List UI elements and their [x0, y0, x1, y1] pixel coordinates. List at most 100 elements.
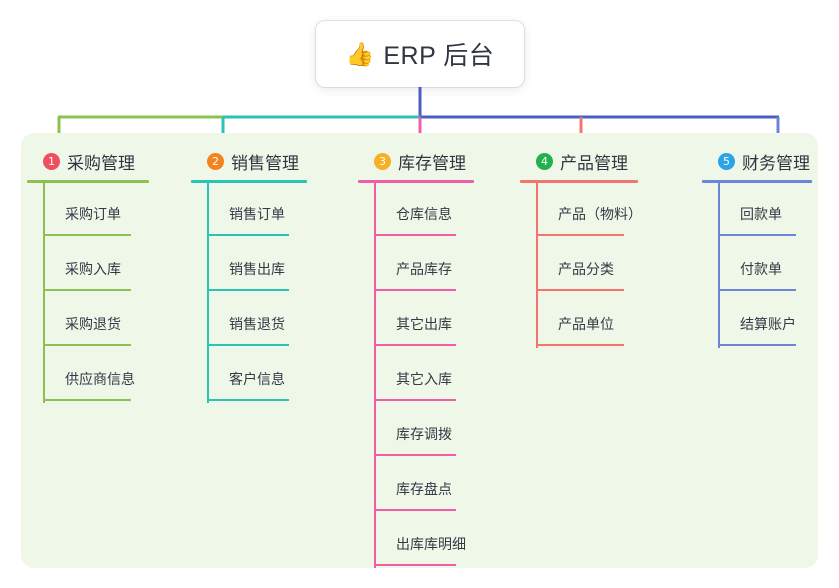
tree-item-label: 销售订单: [229, 206, 285, 222]
tree-item-label: 销售出库: [229, 261, 285, 277]
tree-item-rule: [718, 289, 796, 291]
root-node-content: 👍 ERP 后台: [346, 36, 495, 72]
column-spine: [207, 183, 209, 403]
tree-item-rule: [43, 234, 131, 236]
root-node-label: ERP 后台: [383, 42, 495, 70]
column-header-销售管理[interactable]: 2 销售管理: [191, 146, 309, 176]
tree-item[interactable]: 库存盘点: [358, 458, 476, 513]
tree-item-rule: [718, 234, 796, 236]
tree-item-rule: [374, 399, 456, 401]
column-index-badge: 1: [43, 152, 60, 170]
column-index-badge: 4: [536, 152, 553, 170]
tree-item-rule: [536, 234, 624, 236]
tree-item-rule: [207, 399, 289, 401]
column-header-rule: [702, 180, 812, 183]
column-header-产品管理[interactable]: 4 产品管理: [520, 146, 640, 176]
column-销售管理: 2 销售管理销售订单销售出库销售退货客户信息: [191, 146, 309, 403]
tree-item[interactable]: 其它出库: [358, 293, 476, 348]
tree-item[interactable]: 仓库信息: [358, 183, 476, 238]
tree-item-rule: [43, 289, 131, 291]
tree-item-label: 其它出库: [396, 316, 452, 332]
tree-item-label: 供应商信息: [65, 371, 135, 387]
tree-item-label: 回款单: [740, 206, 782, 222]
tree-item-rule: [536, 289, 624, 291]
tree-item-label: 采购订单: [65, 206, 121, 222]
tree-item[interactable]: 结算账户: [702, 293, 812, 348]
tree-item[interactable]: 供应商信息: [27, 348, 151, 403]
tree-item-rule: [207, 289, 289, 291]
column-spine: [718, 183, 720, 348]
tree-item[interactable]: 销售订单: [191, 183, 309, 238]
tree-item[interactable]: 销售退货: [191, 293, 309, 348]
tree-item[interactable]: 产品单位: [520, 293, 640, 348]
column-header-rule: [520, 180, 638, 183]
column-header-采购管理[interactable]: 1 采购管理: [27, 146, 151, 176]
root-node[interactable]: 👍 ERP 后台: [316, 21, 524, 87]
diagram-panel: [21, 133, 818, 568]
tree-item-label: 库存盘点: [396, 481, 452, 497]
column-title: 库存管理: [398, 153, 466, 173]
tree-item-rule: [374, 344, 456, 346]
tree-item-label: 结算账户: [740, 316, 796, 332]
tree-item-rule: [718, 344, 796, 346]
column-items: 销售订单销售出库销售退货客户信息: [191, 183, 309, 403]
column-index-badge: 3: [374, 152, 391, 170]
tree-item[interactable]: 销售出库: [191, 238, 309, 293]
tree-item[interactable]: 付款单: [702, 238, 812, 293]
tree-item-rule: [43, 399, 131, 401]
tree-item-label: 客户信息: [229, 371, 285, 387]
tree-item-label: 采购入库: [65, 261, 121, 277]
column-title: 销售管理: [231, 153, 299, 173]
column-产品管理: 4 产品管理产品（物料） 产品分类产品单位: [520, 146, 642, 348]
tree-item[interactable]: 采购入库: [27, 238, 151, 293]
column-header-库存管理[interactable]: 3 库存管理: [358, 146, 476, 176]
tree-item[interactable]: 采购订单: [27, 183, 151, 238]
column-items: 采购订单采购入库采购退货供应商信息: [27, 183, 151, 403]
tree-item[interactable]: 产品（物料）: [520, 183, 642, 238]
column-index-badge: 5: [718, 152, 735, 170]
column-title: 财务管理: [742, 153, 810, 173]
column-title: 产品管理: [560, 153, 628, 173]
tree-item-label: 其它入库: [396, 371, 452, 387]
tree-item-label: 出库库明细: [396, 536, 466, 552]
tree-item-rule: [374, 234, 456, 236]
tree-item-label: 仓库信息: [396, 206, 452, 222]
tree-item-label: 付款单: [740, 261, 782, 277]
tree-item[interactable]: 出库库明细: [358, 513, 476, 568]
tree-item-label: 产品单位: [558, 316, 614, 332]
column-财务管理: 5 财务管理回款单付款单结算账户: [702, 146, 812, 348]
tree-item[interactable]: 其它入库: [358, 348, 476, 403]
column-spine: [43, 183, 45, 403]
column-items: 回款单付款单结算账户: [702, 183, 812, 348]
tree-item-label: 库存调拨: [396, 426, 452, 442]
column-采购管理: 1 采购管理采购订单采购入库采购退货供应商信息: [27, 146, 151, 403]
tree-item[interactable]: 产品分类: [520, 238, 640, 293]
tree-item-rule: [374, 509, 456, 511]
tree-item-rule: [43, 344, 131, 346]
column-spine: [536, 183, 538, 348]
tree-item-label: 销售退货: [229, 316, 285, 332]
column-header-rule: [191, 180, 307, 183]
tree-item[interactable]: 库存调拨: [358, 403, 476, 458]
tree-item-rule: [536, 344, 624, 346]
column-header-rule: [27, 180, 149, 183]
tree-item-rule: [374, 564, 456, 566]
tree-item-label: 采购退货: [65, 316, 121, 332]
tree-item[interactable]: 产品库存: [358, 238, 476, 293]
tree-item-rule: [374, 454, 456, 456]
column-header-rule: [358, 180, 474, 183]
column-index-badge: 2: [207, 152, 224, 170]
tree-item-rule: [374, 289, 456, 291]
tree-item-label: 产品分类: [558, 261, 614, 277]
column-title: 采购管理: [67, 153, 135, 173]
column-items: 产品（物料） 产品分类产品单位: [520, 183, 642, 348]
tree-item-label: 产品（物料）: [558, 206, 642, 222]
column-items: 仓库信息产品库存其它出库其它入库库存调拨库存盘点出库库明细: [358, 183, 476, 568]
tree-item-label: 产品库存: [396, 261, 452, 277]
tree-item[interactable]: 回款单: [702, 183, 812, 238]
tree-item-rule: [207, 234, 289, 236]
tree-item[interactable]: 采购退货: [27, 293, 151, 348]
tree-item[interactable]: 客户信息: [191, 348, 309, 403]
column-库存管理: 3 库存管理仓库信息产品库存其它出库其它入库库存调拨库存盘点出库库明细: [358, 146, 476, 568]
column-header-财务管理[interactable]: 5 财务管理: [702, 146, 812, 176]
